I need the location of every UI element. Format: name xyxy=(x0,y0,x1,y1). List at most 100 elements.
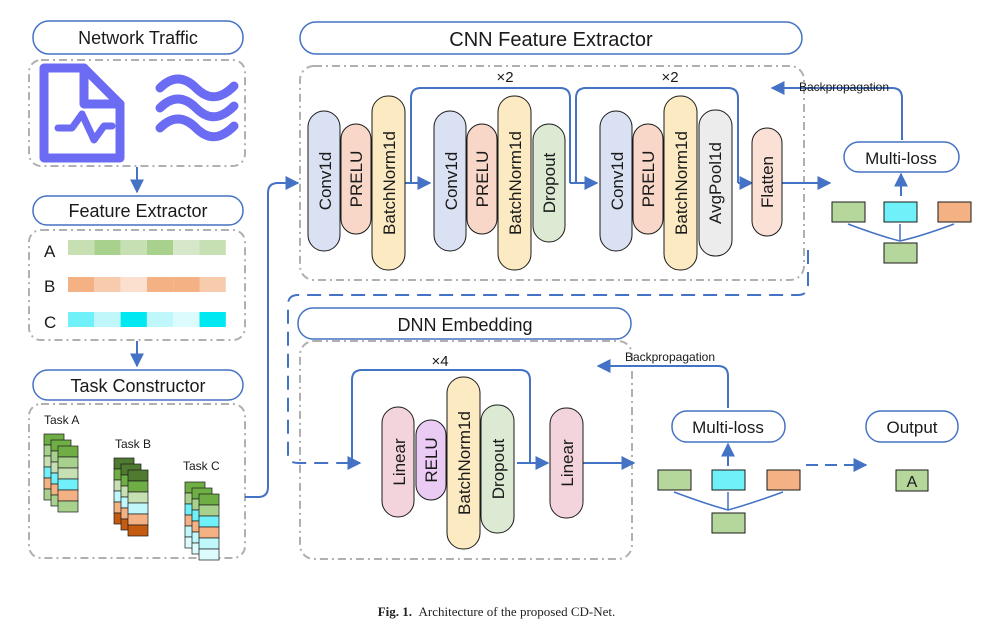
cnn-conv1d-block-2: Conv1d xyxy=(433,110,467,252)
cnn-flatten-block: Flatten xyxy=(751,127,783,237)
svg-text:Conv1d: Conv1d xyxy=(442,152,461,211)
task-stack-cell xyxy=(127,469,149,482)
cnn-repeat-label-2: ×2 xyxy=(661,69,678,86)
feature-cell xyxy=(199,277,226,292)
dnn-multiloss-node xyxy=(671,410,786,443)
cnn-prelu-block-3: PRELU xyxy=(632,123,664,235)
output-node xyxy=(865,410,959,443)
svg-text:AvgPool1d: AvgPool1d xyxy=(706,142,725,224)
output-value: A xyxy=(907,474,918,491)
task-label-a: Task A xyxy=(44,413,79,427)
task-stack-cell xyxy=(127,524,149,537)
dnn-box xyxy=(299,340,633,560)
feature-cell xyxy=(94,312,121,327)
dnn-linear-block-1: Linear xyxy=(381,406,415,518)
svg-text:Dropout: Dropout xyxy=(489,438,508,499)
feature-row-label-b: B xyxy=(44,277,55,296)
task-label-c: Task C xyxy=(183,459,220,473)
cnn-repeat-label-1: ×2 xyxy=(496,69,513,86)
network-traffic-box xyxy=(28,59,246,167)
svg-text:Conv1d: Conv1d xyxy=(608,152,627,211)
cnn-prototype-boxes xyxy=(831,201,972,264)
feature-extractor-title: Feature Extractor xyxy=(68,201,207,221)
svg-text:Flatten: Flatten xyxy=(758,156,777,208)
feature-cell xyxy=(68,312,95,327)
task-stack-cell xyxy=(57,445,79,458)
feature-cell xyxy=(199,240,226,255)
task-constructor-box xyxy=(28,403,246,559)
svg-text:Dropout: Dropout xyxy=(540,152,559,213)
cnn-box xyxy=(299,65,805,281)
dashed-cnn-to-dnn-arrow xyxy=(287,250,809,470)
svg-text:Linear: Linear xyxy=(558,439,577,487)
cnn-backprop-arrow xyxy=(770,81,903,140)
svg-text:Conv1d: Conv1d xyxy=(316,152,335,211)
cnn-batchnorm-block-1: BatchNorm1d xyxy=(371,95,406,271)
dnn-header xyxy=(297,307,632,340)
dnn-relu-block-1: RELU xyxy=(415,419,447,501)
task-stack-cell xyxy=(198,493,220,506)
cnn-batchnorm-block-2: BatchNorm1d xyxy=(497,95,532,271)
task-stack-cell xyxy=(127,513,149,526)
dnn-linear-block-2: Linear xyxy=(549,407,584,519)
feature-cell xyxy=(120,312,147,327)
output-label: Output xyxy=(886,418,937,437)
figure-caption: Fig. 1. Architecture of the proposed CD-… xyxy=(0,604,993,620)
task-stacks xyxy=(43,433,220,561)
feature-cell xyxy=(146,312,174,327)
task-stack-cell xyxy=(57,500,79,513)
task-stack-cell xyxy=(57,467,79,480)
svg-text:BatchNorm1d: BatchNorm1d xyxy=(672,131,691,235)
cnn-multiloss-label: Multi-loss xyxy=(865,149,937,168)
network-traffic-header xyxy=(32,20,244,55)
feature-cell xyxy=(120,277,147,292)
cnn-avgpool-block-3: AvgPool1d xyxy=(698,109,733,257)
dnn-backprop-label: Backpropagation xyxy=(625,350,715,364)
dnn-repeat-label: ×4 xyxy=(431,353,448,370)
cnn-conv1d-block-3: Conv1d xyxy=(599,110,633,252)
cnn-multiloss-node xyxy=(843,141,960,173)
feature-cell xyxy=(173,277,200,292)
task-stack-cell xyxy=(127,491,149,504)
feature-cell xyxy=(199,312,226,327)
svg-text:PRELU: PRELU xyxy=(347,151,366,208)
wave-lines-icon xyxy=(155,74,239,142)
svg-text:RELU: RELU xyxy=(422,437,441,482)
feature-cell xyxy=(94,277,121,292)
output-value-box xyxy=(895,469,929,492)
task-label-b: Task B xyxy=(115,437,151,451)
dnn-backprop-arrow xyxy=(596,359,729,408)
task-stack-cell xyxy=(198,515,220,528)
task-stack-cell xyxy=(57,456,79,469)
feature-extractor-header xyxy=(32,195,244,226)
feature-cell xyxy=(173,240,200,255)
feature-cell xyxy=(146,277,174,292)
dnn-repeat-loop xyxy=(351,369,531,464)
cnn-prelu-block-2: PRELU xyxy=(466,123,498,235)
svg-text:BatchNorm1d: BatchNorm1d xyxy=(455,411,474,515)
document-wave-icon xyxy=(39,63,125,163)
dnn-batchnorm-block-1: BatchNorm1d xyxy=(446,376,481,550)
network-traffic-title: Network Traffic xyxy=(78,28,198,48)
dnn-dropout-block-1: Dropout xyxy=(480,404,515,534)
dnn-multiloss-label: Multi-loss xyxy=(692,418,764,437)
task-stack-cell xyxy=(57,489,79,502)
task-stack-cell xyxy=(198,526,220,539)
cnn-title: CNN Feature Extractor xyxy=(449,29,653,51)
caption-fig-number: Fig. 1. xyxy=(377,604,413,619)
svg-text:BatchNorm1d: BatchNorm1d xyxy=(506,131,525,235)
task-stack-cell xyxy=(198,504,220,517)
cnn-backprop-label: Backpropagation xyxy=(799,80,889,94)
feature-row-label-a: A xyxy=(44,242,56,261)
feature-extractor-box xyxy=(28,229,246,341)
task-stack-cell xyxy=(198,537,220,550)
cnn-repeat-loop-2 xyxy=(570,87,739,184)
dnn-prototype-boxes xyxy=(657,469,801,534)
task-constructor-header xyxy=(32,369,244,401)
feature-cell xyxy=(146,240,174,255)
cnn-prelu-block-1: PRELU xyxy=(340,123,372,235)
feature-cell xyxy=(68,240,95,255)
feature-cell xyxy=(68,277,95,292)
cnn-header xyxy=(299,21,803,55)
